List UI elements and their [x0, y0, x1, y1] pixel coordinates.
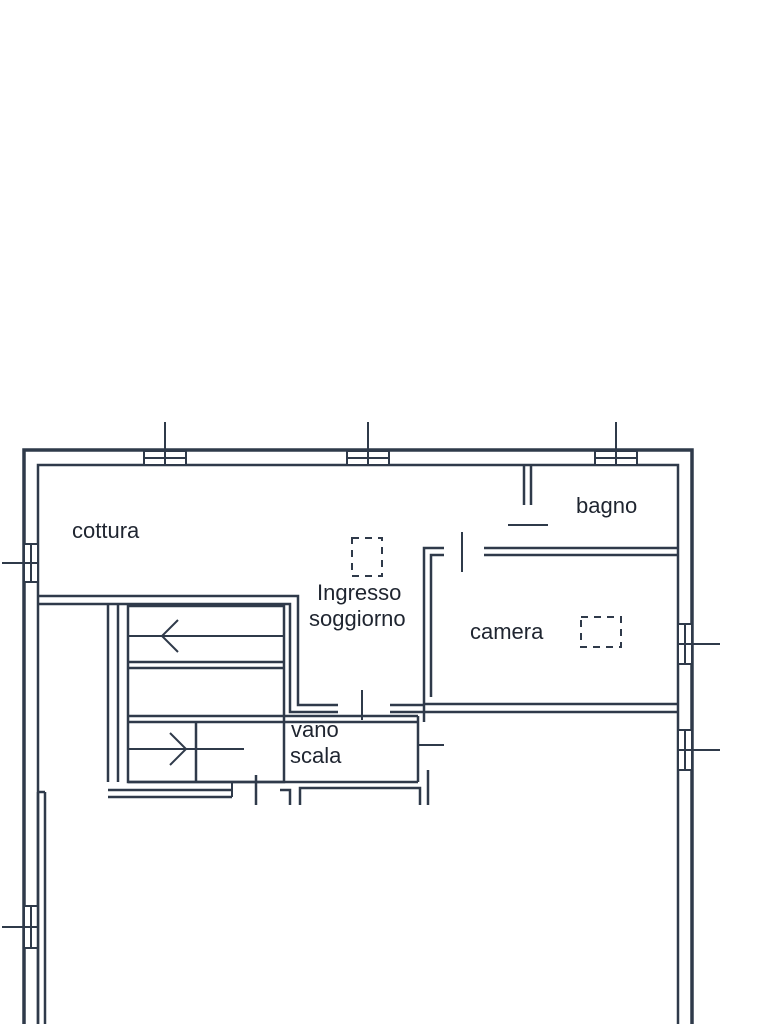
bathroom-walls	[461, 465, 678, 572]
kitchen-wall	[38, 594, 424, 720]
room-label-soggiorno: soggiorno	[309, 606, 406, 631]
window-top-right	[594, 422, 638, 466]
stairwell-walls	[254, 744, 444, 805]
lower-left-wall	[36, 792, 47, 1024]
stair-arrow-up-icon	[128, 619, 284, 653]
room-label-vano: vano	[291, 717, 339, 742]
window-top-middle	[346, 422, 390, 466]
window-left-upper	[2, 543, 39, 583]
room-label-bagno: bagno	[576, 493, 637, 518]
window-left-lower	[2, 905, 39, 949]
dashed-fixture-camera-icon	[580, 616, 622, 648]
staircase	[126, 604, 420, 784]
room-label-cottura: cottura	[72, 518, 140, 543]
room-label-ingresso: Ingresso	[317, 580, 401, 605]
corridor-walls	[38, 604, 233, 799]
window-right-upper	[677, 623, 720, 665]
room-label-scala: scala	[290, 743, 342, 768]
window-right-lower	[677, 729, 720, 771]
dashed-fixture-ingresso-icon	[351, 537, 383, 577]
room-label-camera: camera	[470, 619, 544, 644]
camera-walls	[422, 546, 678, 722]
window-top-left	[143, 422, 187, 466]
stair-arrow-down-icon	[128, 732, 244, 766]
